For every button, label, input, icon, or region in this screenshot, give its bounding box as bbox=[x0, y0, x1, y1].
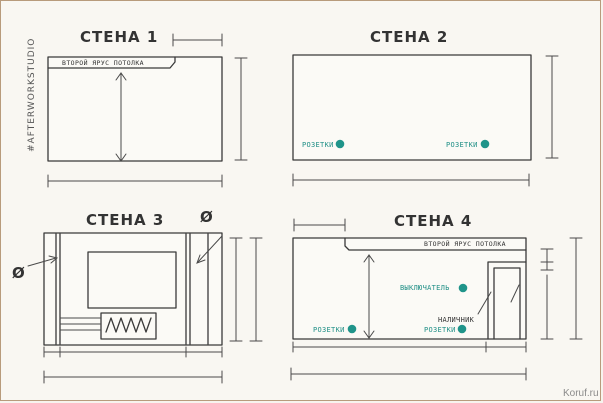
wall-3-diameter-left: Ø bbox=[12, 264, 26, 282]
wall-3-diameter-right-leader bbox=[197, 235, 223, 263]
wall-4-right-dimensions bbox=[540, 237, 583, 340]
wall-4-door-handle bbox=[510, 284, 520, 303]
wall-4-bottom-dimension-inner bbox=[292, 341, 527, 353]
wall-3-outline bbox=[43, 232, 223, 346]
wall-4-outline bbox=[292, 237, 527, 340]
wall-2-outline bbox=[292, 54, 532, 161]
wall-4-height-arrow bbox=[363, 254, 375, 339]
site-credit: Koruf.ru bbox=[563, 388, 599, 399]
wall-4-title: СТЕНА 4 bbox=[394, 212, 472, 230]
wall-4-outlet-right-label: РОЗЕТКИ bbox=[424, 326, 456, 334]
wall-1-bottom-dimension bbox=[47, 174, 223, 188]
wall-4-outlet-left-dot bbox=[347, 324, 357, 334]
wall-3-bottom-dimension-inner bbox=[43, 346, 223, 358]
wall-4-bottom-dimension bbox=[290, 367, 527, 381]
wall-1-outline bbox=[47, 56, 223, 162]
wall-4-trim-label: НАЛИЧНИК bbox=[438, 316, 475, 324]
wall-3-bottom-dimension bbox=[43, 370, 223, 384]
wall-2-outlet-right-dot bbox=[480, 139, 490, 149]
wall-2-outlet-left-label: РОЗЕТКИ bbox=[302, 141, 334, 149]
wall-4-ceiling-label: ВТОРОЙ ЯРУС ПОТОЛКА bbox=[424, 239, 506, 248]
wall-1-ceiling-label: ВТОРОЙ ЯРУС ПОТОЛКА bbox=[62, 58, 144, 67]
wall-3-diameter-left-leader bbox=[27, 257, 57, 267]
wall-3: СТЕНА 3 Ø Ø bbox=[12, 208, 263, 384]
wall-3-left-pillar bbox=[55, 233, 61, 345]
wall-4-switch-dot bbox=[458, 283, 468, 293]
wall-4-door bbox=[487, 261, 527, 340]
wall-1-ceiling-tier bbox=[47, 56, 176, 69]
wall-1-top-dimension bbox=[172, 33, 223, 47]
wall-3-window bbox=[87, 251, 177, 309]
wall-3-radiator-coil bbox=[105, 317, 152, 333]
wall-4-top-dimension bbox=[293, 218, 346, 232]
wall-2-bottom-dimension bbox=[292, 173, 530, 187]
wall-2: СТЕНА 2 РОЗЕТКИ РОЗЕТКИ bbox=[292, 28, 559, 187]
wall-3-title: СТЕНА 3 bbox=[86, 211, 164, 229]
wall-2-title: СТЕНА 2 bbox=[370, 28, 448, 46]
wall-2-outlet-left-dot bbox=[335, 139, 345, 149]
wall-4-switch-label: ВЫКЛЮЧАТЕЛЬ bbox=[400, 284, 450, 292]
wall-3-diameter-right: Ø bbox=[200, 208, 214, 226]
wall-3-right-dimensions bbox=[229, 237, 263, 342]
wall-2-right-dimension bbox=[545, 55, 559, 159]
wall-1-right-dimension bbox=[234, 57, 248, 161]
wall-4-ceiling-tier bbox=[344, 237, 527, 251]
wall-1: СТЕНА 1 ВТОРОЙ ЯРУС ПОТОЛКА bbox=[47, 28, 248, 188]
wall-4-trim-leader bbox=[477, 291, 492, 315]
wall-3-right-pillar bbox=[185, 233, 209, 345]
wall-4-outlet-left-label: РОЗЕТКИ bbox=[313, 326, 345, 334]
wall-3-shelves bbox=[59, 317, 101, 331]
wall-1-title: СТЕНА 1 bbox=[80, 28, 158, 46]
wall-3-radiator bbox=[100, 312, 157, 340]
watermark-text: #AFTERWORKSTUDIO bbox=[27, 38, 37, 152]
wall-1-height-arrow bbox=[115, 72, 127, 162]
watermark: #AFTERWORKSTUDIO bbox=[27, 38, 37, 152]
wall-2-outlet-right-label: РОЗЕТКИ bbox=[446, 141, 478, 149]
wall-4-outlet-right-dot bbox=[457, 324, 467, 334]
wall-3-diameter-left-arrowhead bbox=[48, 255, 59, 264]
wall-4: СТЕНА 4 ВТОРОЙ ЯРУС ПОТОЛКА ВЫКЛЮЧАТЕЛЬ … bbox=[290, 212, 583, 381]
wall-3-diameter-right-arrowhead bbox=[196, 254, 206, 264]
